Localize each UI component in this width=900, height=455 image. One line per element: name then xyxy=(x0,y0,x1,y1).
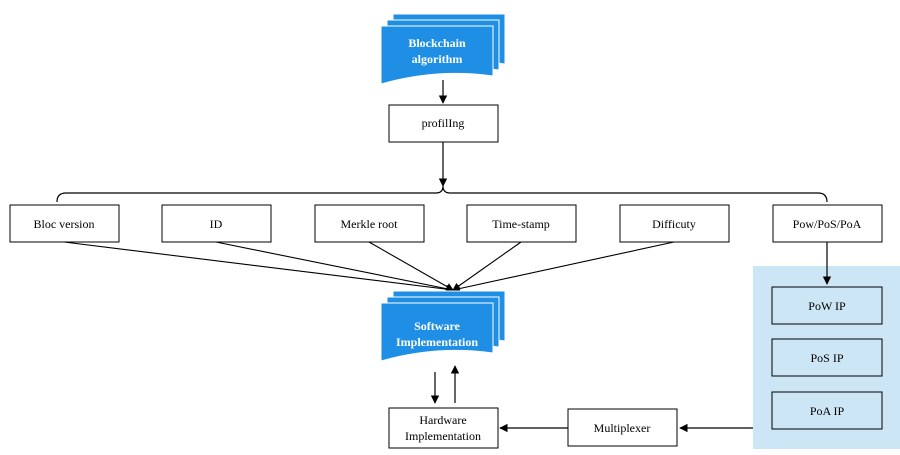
blockchain-label-line1: Blockchain xyxy=(408,36,466,50)
blockchain-algorithm-node: Blockchain algorithm xyxy=(380,13,506,85)
profiling-node: profilIng xyxy=(388,104,499,143)
ip-box-poa: PoA IP xyxy=(771,391,883,430)
ip-box-pos: PoS IP xyxy=(771,338,883,377)
parameter-brace xyxy=(56,185,828,203)
blockchain-label-line2: algorithm xyxy=(412,52,463,66)
arrow-time-stamp-software xyxy=(452,241,522,291)
parameter-label: Time-stamp xyxy=(492,217,550,231)
profiling-label: profilIng xyxy=(422,116,465,130)
arrow-difficulty-software xyxy=(452,241,675,293)
hardware-label-line1: Hardware xyxy=(419,413,466,427)
parameter-label: ID xyxy=(210,217,223,231)
ip-label: PoA IP xyxy=(810,404,845,418)
software-label-line1: Software xyxy=(414,319,460,333)
parameter-label: Difficuty xyxy=(652,217,696,231)
ip-label: PoW IP xyxy=(808,299,846,313)
ip-label: PoS IP xyxy=(810,351,843,365)
parameter-label: Merkle root xyxy=(341,217,399,231)
ip-box-pow: PoW IP xyxy=(771,286,883,325)
parameter-label: Bloc version xyxy=(34,217,95,231)
parameter-box-id: ID xyxy=(161,204,272,243)
hardware-label-line2: Implementation xyxy=(405,429,481,443)
arrow-merkle-root-software xyxy=(368,241,454,291)
arrow-bloc-version-software xyxy=(63,241,454,293)
parameter-box-difficulty: Difficuty xyxy=(619,204,730,243)
parameter-box-bloc-version: Bloc version xyxy=(9,204,120,243)
parameter-box-time-stamp: Time-stamp xyxy=(466,204,577,243)
multiplexer-label: Multiplexer xyxy=(594,421,651,435)
software-label-line2: Implementation xyxy=(396,335,478,349)
arrow-id-software xyxy=(215,241,454,293)
multiplexer-node: Multiplexer xyxy=(567,408,678,447)
software-implementation-node: Software Implementation xyxy=(380,290,506,362)
parameter-box-consensus: Pow/PoS/PoA xyxy=(772,204,883,243)
parameter-label: Pow/PoS/PoA xyxy=(793,217,862,231)
hardware-implementation-node: Hardware Implementation xyxy=(388,407,499,449)
parameter-box-merkle-root: Merkle root xyxy=(314,204,425,243)
